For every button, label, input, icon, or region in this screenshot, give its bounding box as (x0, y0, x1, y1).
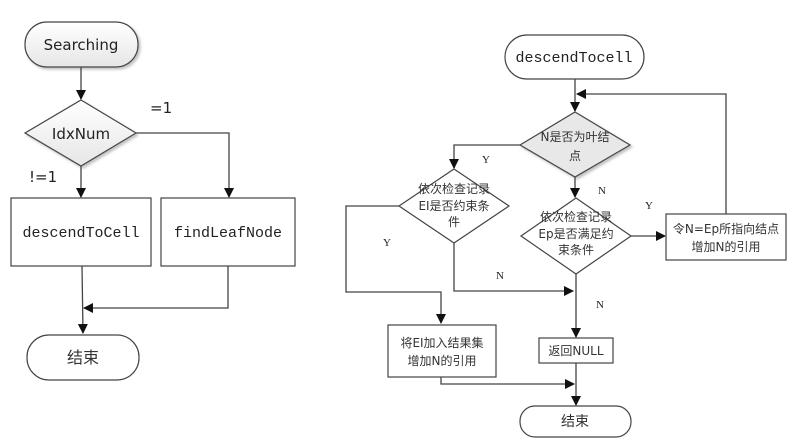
process-descendtocell (10, 197, 152, 267)
branch-label-neq1: !=1 (29, 168, 57, 186)
edge-ei-no-to-null (453, 243, 574, 296)
process-descendtocell-label: descendToCell (22, 225, 139, 242)
start-terminal-descendtocell-label: descendTocell (515, 50, 632, 67)
decision-ep-line1: 依次检查记录 (540, 209, 612, 224)
process-set-pointer-line1: 令N=Ep所指向结点 (673, 221, 779, 236)
branch-label-eq1: =1 (150, 99, 172, 117)
label-leaf-yes: Y (482, 154, 490, 166)
label-leaf-no: N (598, 185, 606, 197)
decision-ep-line3: 束条件 (558, 243, 594, 257)
left-flowchart: Searching IdxNum =1 !=1 descendToCell fi… (10, 21, 296, 381)
process-findleafnode (160, 197, 296, 267)
process-findleafnode-label: findLeafNode (174, 225, 282, 242)
edge-descendtocell-to-end (77, 265, 88, 334)
edge-findleafnode-to-merge (83, 266, 229, 313)
process-add-result (387, 324, 497, 378)
edge-decision-to-findleafnode (136, 132, 234, 198)
decision-ei-line1: 依次检查记录 (418, 181, 490, 196)
process-add-result-line2: 增加N的引用 (408, 353, 477, 368)
label-ep-yes: Y (645, 200, 653, 212)
edge-leaf-yes-to-ei-check (449, 144, 520, 169)
decision-ei-line3: 件 (448, 215, 460, 229)
edge-loop-back (576, 89, 727, 235)
decision-is-leaf-line2: 点 (569, 149, 581, 163)
decision-is-leaf (518, 111, 632, 178)
process-return-null-label: 返回NULL (548, 344, 603, 358)
label-ei-no: N (496, 270, 504, 282)
label-ei-yes: Y (383, 237, 391, 249)
process-set-pointer-line2: 增加N的引用 (692, 239, 761, 254)
process-return-null (538, 337, 614, 364)
edge-ei-yes-to-add (345, 205, 446, 324)
right-flowchart: descendTocell N是否为叶结 点 Y N 依次检查记录 EI是否约束… (345, 34, 787, 438)
decision-is-leaf-line1: N是否为叶结 (541, 130, 610, 144)
edge-add-to-end (440, 377, 575, 389)
start-terminal-label: Searching (44, 36, 119, 54)
process-add-result-line1: 将EI加入结果集 (400, 335, 483, 350)
label-ep-no: N (596, 299, 604, 311)
end-terminal-left (26, 334, 140, 381)
decision-ei-line2: EI是否约束条 (418, 198, 489, 213)
end-terminal-left-label: 结束 (67, 348, 99, 367)
decision-idxnum-label: IdxNum (52, 125, 110, 143)
process-set-pointer (665, 213, 787, 261)
end-terminal-right (519, 405, 632, 438)
end-terminal-right-label: 结束 (561, 414, 589, 430)
decision-ep-line2: Ep是否满足约 (538, 226, 613, 241)
